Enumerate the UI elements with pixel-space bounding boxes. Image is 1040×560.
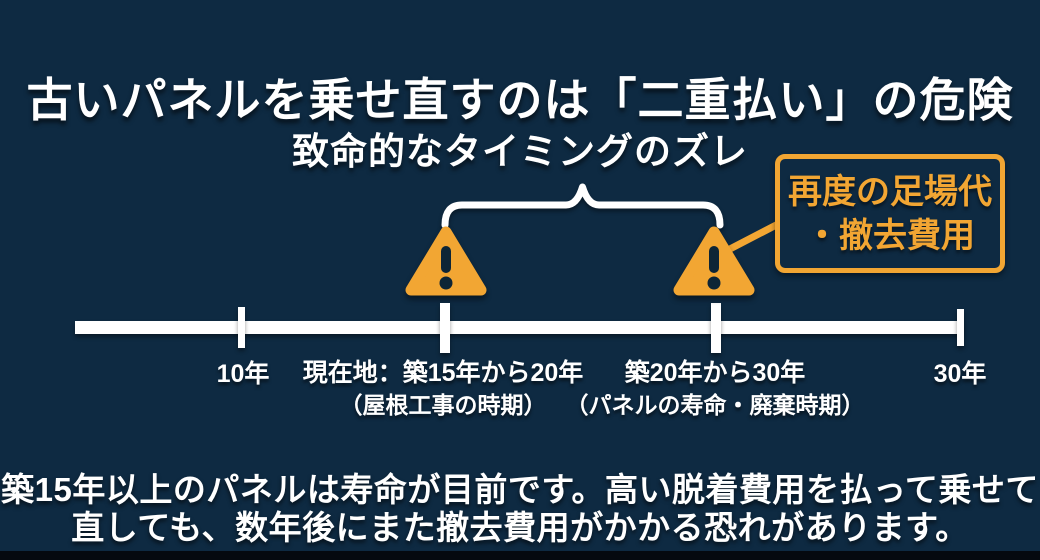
footer-line-2: 直しても、数年後にまた撤去費用がかかる恐れがあります。 bbox=[71, 509, 969, 546]
bottom-edge-strip bbox=[0, 551, 1040, 560]
timeline-label-subtext: （屋根工事の時期） bbox=[339, 392, 547, 418]
warning-icon-left bbox=[405, 226, 487, 296]
timeline-label-text: 30年 bbox=[933, 360, 987, 388]
timeline-label-panel-end: 築20年から30年 （パネルの寿命・廃棄時期） bbox=[566, 359, 865, 418]
timeline-tick-20-30y bbox=[711, 303, 721, 353]
warning-icon-right bbox=[673, 226, 755, 296]
timeline-tick-30y bbox=[957, 309, 964, 346]
timeline-label-30y: 30年 bbox=[934, 360, 987, 388]
page-title: 古いパネルを乗せ直すのは「二重払い」の危険 bbox=[26, 73, 1014, 126]
timeline-label-text: 現在地：築15年から20年 bbox=[302, 359, 584, 387]
timeline-axis bbox=[75, 321, 963, 334]
callout-line-1: 再度の足場代 bbox=[788, 172, 992, 211]
footer-note: 築15年以上のパネルは寿命が目前です。高い脱着費用を払って乗せて 直しても、数年… bbox=[0, 471, 1040, 547]
footer-line-1: 築15年以上のパネルは寿命が目前です。高い脱着費用を払って乗せて bbox=[1, 471, 1039, 508]
timeline-tick-15-20y bbox=[440, 303, 450, 353]
timeline-label-text: 10年 bbox=[216, 360, 270, 388]
curly-brace bbox=[441, 183, 724, 229]
timeline-label-text: 築20年から30年 bbox=[624, 359, 806, 387]
timeline-label-current: 現在地：築15年から20年 （屋根工事の時期） bbox=[303, 359, 584, 418]
timeline-label-10y: 10年 bbox=[217, 360, 270, 388]
callout-line-2: ・撤去費用 bbox=[805, 216, 975, 255]
timeline-tick-10y bbox=[238, 307, 245, 348]
callout-connector-line bbox=[724, 218, 786, 254]
subtitle-timing-gap: 致命的なタイミングのズレ bbox=[292, 131, 748, 172]
callout-box-extra-cost: 再度の足場代 ・撤去費用 bbox=[775, 154, 1005, 273]
timeline-label-subtext: （パネルの寿命・廃棄時期） bbox=[565, 392, 865, 418]
